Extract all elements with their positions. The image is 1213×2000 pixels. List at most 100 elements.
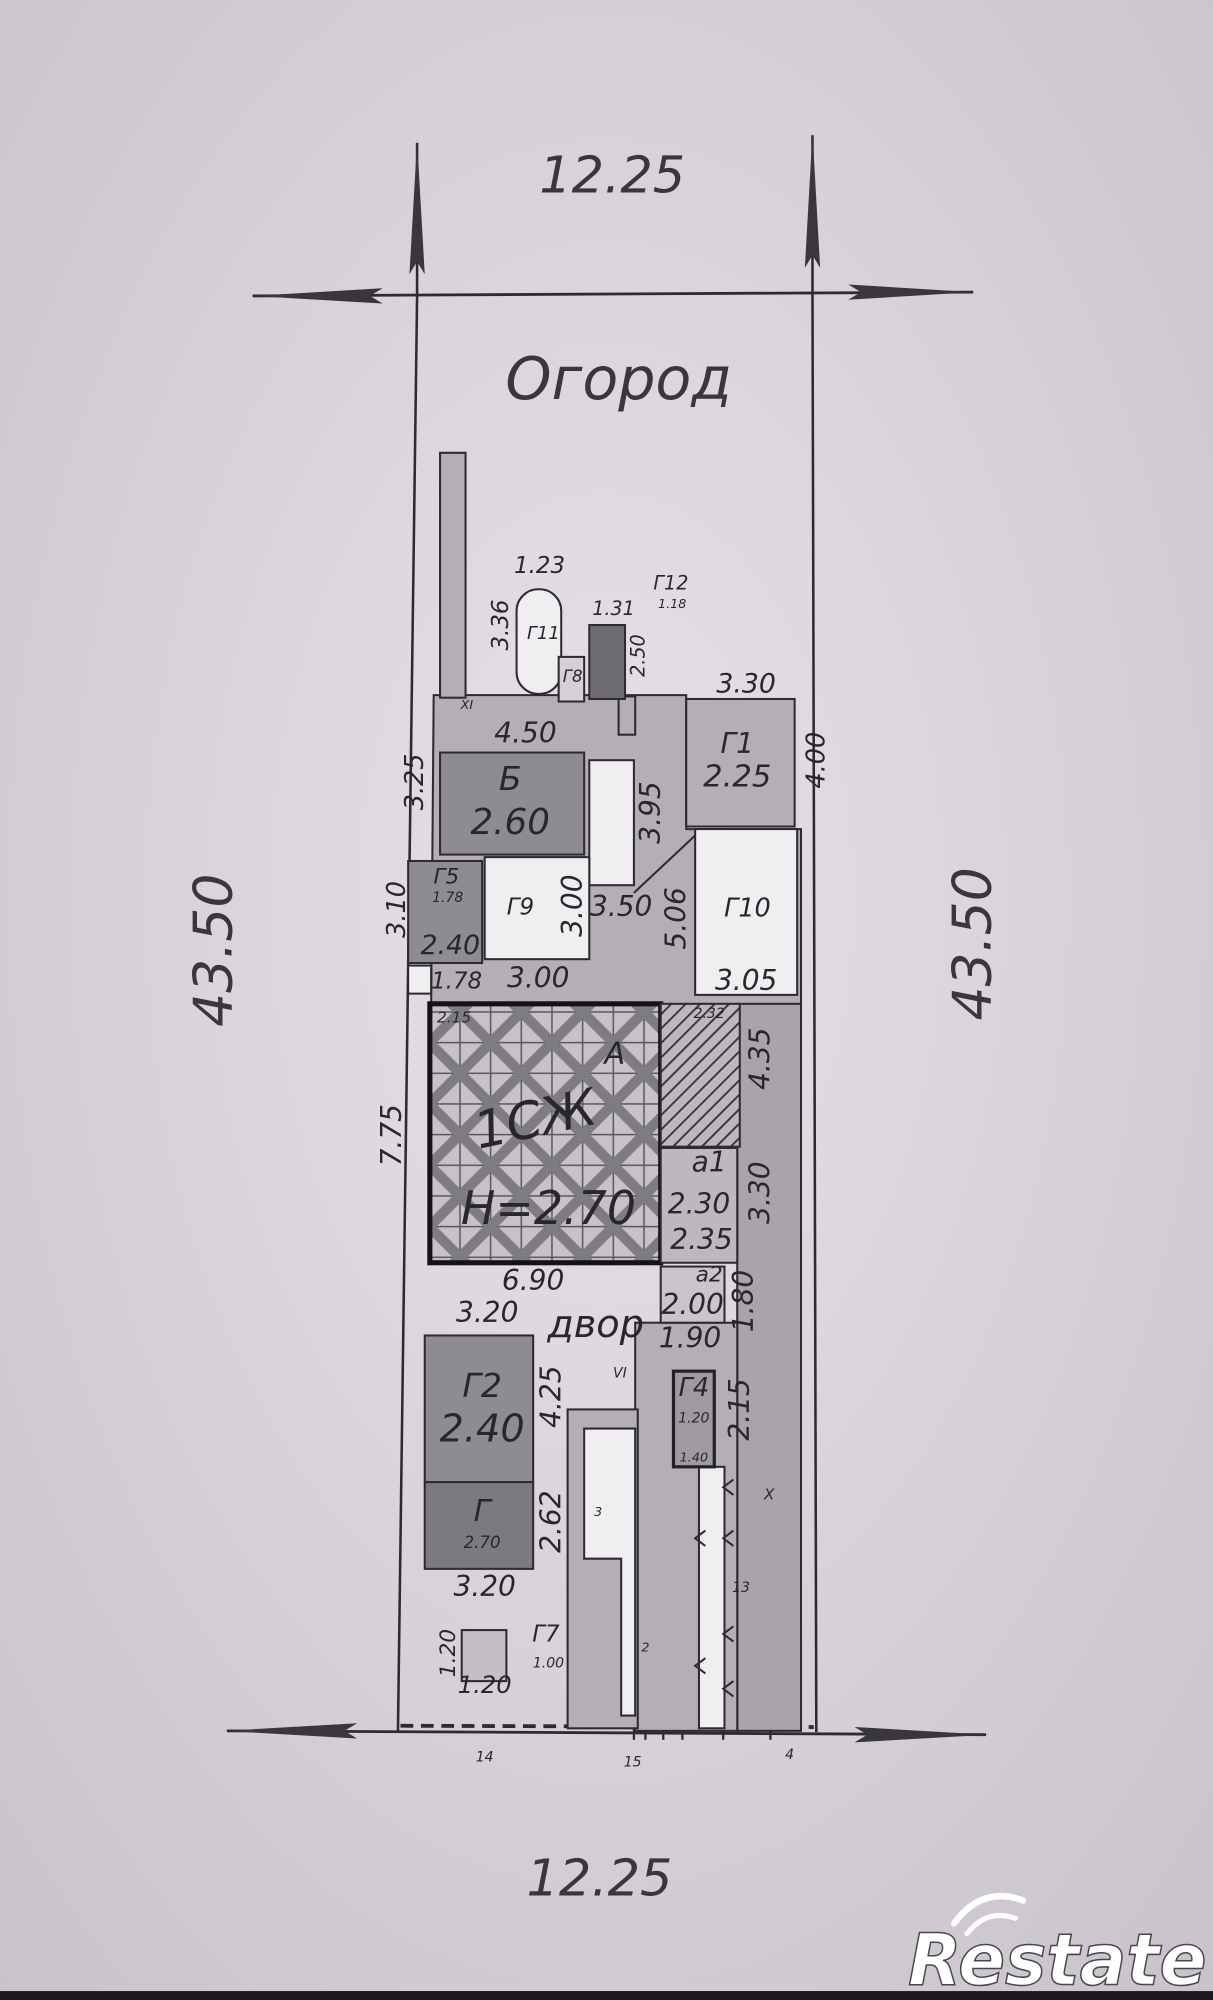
a1-height: 2.30 (668, 1187, 730, 1220)
left-up-arrowhead (409, 140, 425, 275)
building-g2 (423, 1334, 535, 1484)
building-g7 (460, 1629, 508, 1683)
house-a-width: 6.90 (502, 1264, 564, 1297)
house-a-letter: А (602, 1036, 625, 1071)
b-height: 2.60 (470, 802, 550, 843)
g7-height: 1.00 (533, 1655, 564, 1671)
side-path (697, 1465, 726, 1730)
g10-length: 5.06 (659, 887, 692, 949)
garden-label: Огород (505, 345, 732, 413)
b-name: Б (499, 759, 522, 798)
path-chevrons (693, 1478, 735, 1698)
marker-13: 13 (732, 1580, 750, 1596)
g11-length: 3.36 (488, 599, 514, 650)
building-g11 (515, 588, 563, 695)
passage-width: 3.50 (590, 890, 652, 923)
logo-swoosh-inner (964, 1912, 1018, 1937)
house-a-ext-length: 4.35 (743, 1027, 776, 1089)
marker-xi: XI (460, 698, 474, 713)
b-width: 4.50 (494, 717, 556, 750)
g12-connector (617, 695, 637, 736)
bottom-width-label: 12.25 (526, 1849, 672, 1908)
g7-width: 1.20 (458, 1671, 512, 1699)
bottom-right-arrowhead (854, 1727, 989, 1743)
g1-height: 2.25 (703, 760, 771, 795)
plot-boundary (224, 132, 989, 1743)
photo-bottom-edge (0, 1991, 1213, 2000)
driveway-strip (736, 1002, 803, 1732)
house-a-height: Н=2.70 (461, 1181, 636, 1235)
g5-extension (407, 964, 433, 995)
g12-height: 1.18 (658, 597, 686, 612)
marker-14: 14 (476, 1750, 494, 1766)
g11-name: Г11 (527, 623, 560, 644)
annex-a1 (659, 1146, 739, 1264)
restate-logo: Restate (907, 1892, 1207, 2000)
g4-name: Г4 (679, 1373, 709, 1403)
building-g (423, 1481, 535, 1570)
right-up-arrowhead (804, 132, 821, 268)
top-left-arrowhead (252, 288, 383, 304)
logo-swoosh-outer (950, 1892, 1027, 1927)
a2-name: а2 (696, 1263, 723, 1288)
watermark-text: Restate (908, 1919, 1206, 2000)
marker-4: 4 (785, 1747, 794, 1763)
g2-height: 2.40 (440, 1407, 525, 1452)
top-dimension-line (252, 290, 974, 298)
annex-a2 (659, 1265, 726, 1324)
g2-name: Г2 (462, 1366, 502, 1405)
house-a-extension (659, 1002, 741, 1148)
a1-name: а1 (692, 1145, 727, 1178)
fence-strip (439, 451, 467, 699)
building-g4 (671, 1369, 716, 1469)
house-a-corner: 2.15 (437, 1008, 471, 1026)
house-a-length: 7.75 (375, 1104, 408, 1166)
a2-length: 1.80 (727, 1270, 760, 1332)
passage-open-area (588, 759, 635, 887)
g10-name: Г10 (724, 893, 771, 923)
a1-width: 2.35 (670, 1223, 732, 1256)
b-length: 3.25 (400, 753, 430, 810)
g4-width: 1.40 (680, 1450, 708, 1465)
g-name: Г (474, 1494, 494, 1529)
bottom-left-arrowhead (224, 1723, 358, 1739)
g4-length: 2.15 (723, 1378, 756, 1440)
passage-diagonal (633, 834, 696, 894)
marker-15: 15 (624, 1755, 642, 1771)
g7-length: 1.20 (436, 1629, 461, 1677)
g-length: 2.62 (534, 1490, 567, 1552)
g2-width: 3.20 (456, 1296, 518, 1329)
building-g5 (407, 859, 484, 965)
left-boundary-line (396, 295, 419, 1731)
g9-name: Г9 (507, 895, 534, 921)
building-g8 (557, 655, 586, 703)
g12-width: 1.31 (592, 597, 635, 620)
g9-width: 3.00 (507, 962, 569, 995)
g1-length: 4.00 (802, 732, 832, 789)
g5-length: 3.10 (382, 881, 412, 938)
g9-length: 3.00 (556, 874, 589, 936)
building-g9 (483, 856, 591, 961)
g5-name: Г5 (433, 865, 459, 890)
g12-name: Г12 (653, 572, 688, 595)
g-height: 2.70 (464, 1533, 501, 1552)
garden-path (583, 1427, 637, 1717)
g10-width: 3.05 (715, 964, 777, 997)
g1-name: Г1 (720, 727, 753, 760)
a2-width: 1.90 (659, 1321, 721, 1354)
a2-height: 2.00 (661, 1288, 723, 1321)
marker-x: X (763, 1485, 775, 1503)
g-width: 3.20 (453, 1570, 515, 1603)
bottom-dimension-line (227, 1729, 986, 1737)
g8-name: Г8 (563, 667, 583, 686)
marker-2: 2 (641, 1640, 649, 1655)
g1-width: 3.30 (716, 668, 776, 699)
building-g12 (588, 623, 627, 701)
g4-height: 1.20 (678, 1410, 709, 1426)
a1-length: 3.30 (743, 1161, 776, 1223)
house-a-ext-corner: 2.32 (694, 1006, 725, 1022)
building-b (439, 751, 586, 856)
marker-vi: VI (613, 1366, 627, 1382)
g11-width: 1.23 (514, 553, 565, 579)
g5-extension-width: 1.78 (431, 969, 482, 995)
